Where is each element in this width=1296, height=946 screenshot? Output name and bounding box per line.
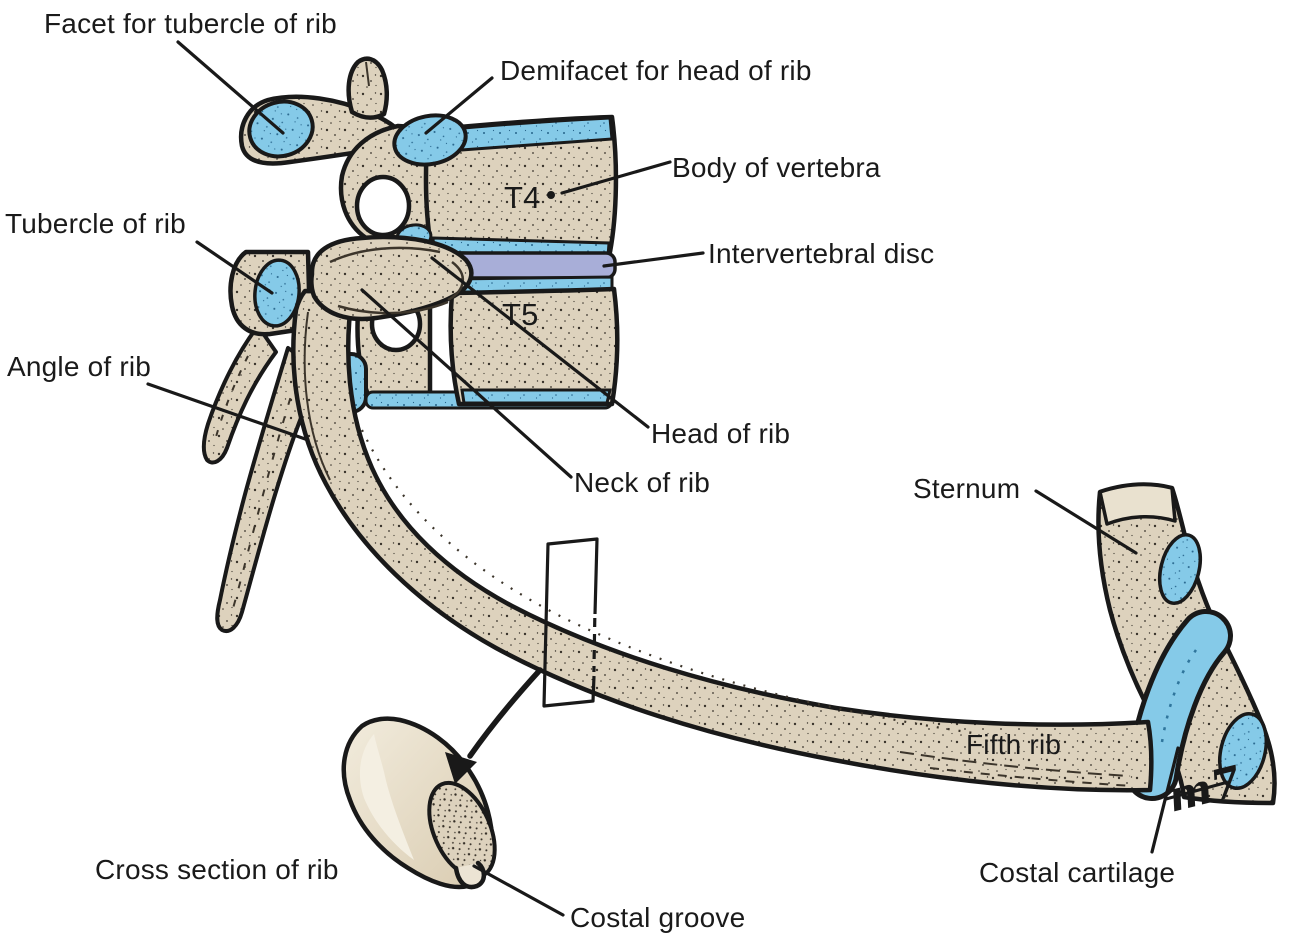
cross-section-highlight — [359, 734, 414, 860]
rib-distal-hatch-2 — [929, 767, 1133, 787]
label-demifacet-for-head-of-rib: Demifacet for head of rib — [500, 55, 812, 86]
signature-strike — [1165, 780, 1229, 801]
demifacet-oval — [392, 113, 468, 167]
label-angle-of-rib: Angle of rib — [7, 351, 152, 382]
rib-shaft — [291, 288, 1154, 793]
spinous-process-horn — [346, 56, 389, 120]
sternum-group — [1096, 482, 1277, 806]
label-vertebra-t4: T4 — [504, 180, 541, 215]
leader-demifacet — [424, 76, 494, 135]
label-fifth-rib: Fifth rib — [966, 729, 1062, 760]
label-body-of-vertebra: Body of vertebra — [672, 152, 881, 183]
label-costal-groove: Costal groove — [570, 902, 746, 933]
leader-body-vertebra — [560, 160, 672, 195]
leader-costal-cartilage — [1150, 746, 1180, 854]
sternal-facet-upper — [1157, 532, 1203, 606]
label-costal-cartilage: Costal cartilage — [979, 857, 1176, 888]
label-facet-for-tubercle-of-rib: Facet for tubercle of rib — [44, 8, 337, 39]
section-arrowhead — [445, 752, 477, 784]
label-vertebra-t5: T5 — [502, 297, 539, 332]
cross-section-group — [341, 716, 497, 890]
leader-head-of-rib — [430, 256, 650, 429]
tubercle-facet-blue — [253, 258, 301, 328]
label-head-of-rib: Head of rib — [651, 418, 791, 449]
leader-sternum — [1034, 489, 1138, 555]
label-neck-of-rib: Neck of rib — [574, 467, 711, 498]
label-cross-section-of-rib: Cross section of rib — [95, 854, 339, 885]
label-tubercle-of-rib: Tubercle of rib — [5, 208, 186, 239]
leader-angle-of-rib — [146, 382, 310, 442]
t5-body — [448, 286, 620, 407]
leader-lines — [146, 40, 1180, 917]
leader-tubercle — [195, 240, 274, 295]
sternal-facet-lower — [1218, 711, 1268, 791]
leader-facet-tubercle — [176, 40, 285, 135]
leader-disc — [602, 251, 705, 268]
section-arrow-curve — [467, 667, 543, 759]
section-arrow — [445, 667, 543, 784]
label-intervertebral-disc: Intervertebral disc — [708, 238, 935, 269]
bone-spike-long — [215, 346, 324, 633]
leader-costal-groove — [472, 864, 565, 917]
rib-blade-inner-line — [303, 311, 331, 481]
rib-head-contour-lower — [337, 300, 449, 315]
section-plane — [542, 537, 599, 708]
sternum-top-face — [1098, 482, 1177, 526]
label-sternum: Sternum — [913, 473, 1021, 504]
t4-superior-endplate-blue — [430, 116, 614, 154]
t5-bottom-band-blue — [460, 388, 612, 405]
rib-distal-hatch-1 — [899, 751, 1131, 777]
facet-for-tubercle-oval — [247, 99, 315, 159]
body-of-vertebra-pointer-dot — [547, 191, 555, 199]
vertebral-foramen-t4 — [354, 174, 412, 238]
section-plane-outline — [542, 537, 599, 708]
posterior-bone-spikes — [201, 324, 324, 633]
spinous-notch-line — [365, 61, 370, 87]
spike-hatch-long — [231, 379, 297, 613]
bone-spike-short — [201, 324, 278, 465]
spike-hatch-short — [213, 355, 249, 445]
rib-head-contour-upper — [329, 246, 441, 264]
leader-neck-of-rib — [360, 288, 573, 479]
costal-cartilage-shape — [1130, 614, 1228, 796]
